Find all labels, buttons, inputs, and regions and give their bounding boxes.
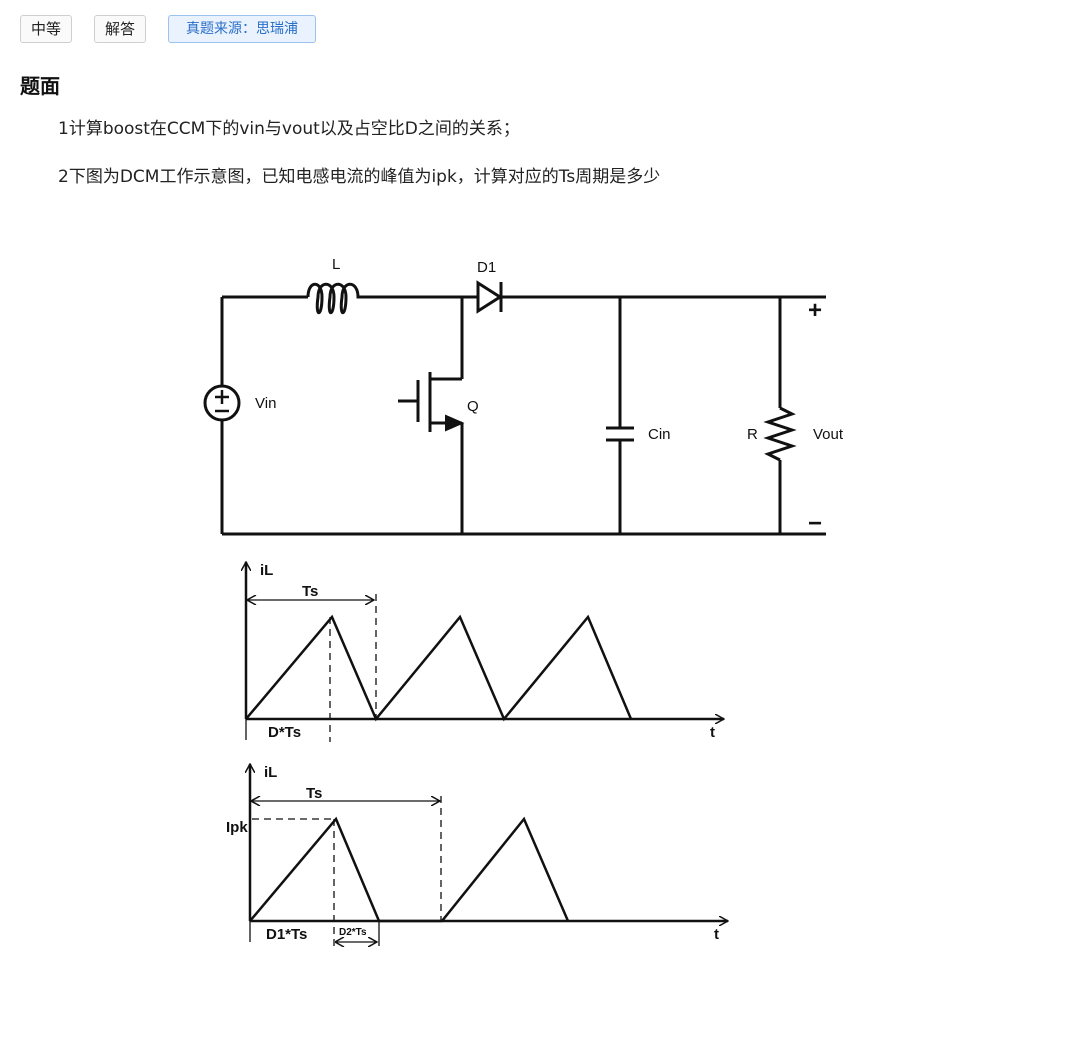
difficulty-tag[interactable]: 中等 [20, 15, 72, 43]
source-tag[interactable]: 真题来源：思瑞浦 [168, 15, 316, 43]
ccm-duty-label: D*Ts [268, 724, 301, 741]
dcm-peak-label: Ipk [226, 819, 248, 836]
vout-label: Vout [813, 426, 844, 443]
ccm-current-trace [245, 614, 633, 722]
vin-label: Vin [255, 395, 276, 412]
diode-symbol [476, 280, 503, 314]
inductor-symbol [306, 282, 366, 315]
section-title: 题面 [20, 74, 60, 98]
dcm-period-label: Ts [306, 785, 322, 802]
output-plus-label: + [808, 297, 822, 324]
capacitor-label: Cin [648, 426, 671, 443]
ccm-y-axis-label: iL [260, 562, 273, 579]
dcm-current-trace [249, 816, 570, 923]
inductor-label: L [332, 256, 340, 273]
question-type-tag[interactable]: 解答 [94, 15, 146, 43]
switch-label: Q [467, 398, 479, 415]
dcm-d1-label: D1*Ts [266, 926, 307, 943]
ccm-waveform [246, 562, 724, 742]
dcm-x-axis-label: t [714, 926, 719, 943]
output-minus-label: − [808, 510, 822, 537]
ccm-period-label: Ts [302, 583, 318, 600]
dcm-y-axis-label: iL [264, 764, 277, 781]
question-2: 2下图为DCM工作示意图，已知电感电流的峰值为ipk，计算对应的Ts周期是多少 [58, 167, 661, 187]
boost-circuit [203, 280, 826, 536]
resistor-symbol [763, 406, 797, 462]
vin-source-symbol [203, 384, 241, 422]
diode-label: D1 [477, 259, 496, 276]
question-1: 1计算boost在CCM下的vin与vout以及占空比D之间的关系； [58, 119, 520, 139]
dcm-waveform [250, 764, 728, 946]
mosfet-arrow [445, 414, 465, 432]
ccm-x-axis-label: t [710, 724, 715, 741]
dcm-d2-label: D2*Ts [339, 927, 367, 938]
resistor-label: R [747, 426, 758, 443]
